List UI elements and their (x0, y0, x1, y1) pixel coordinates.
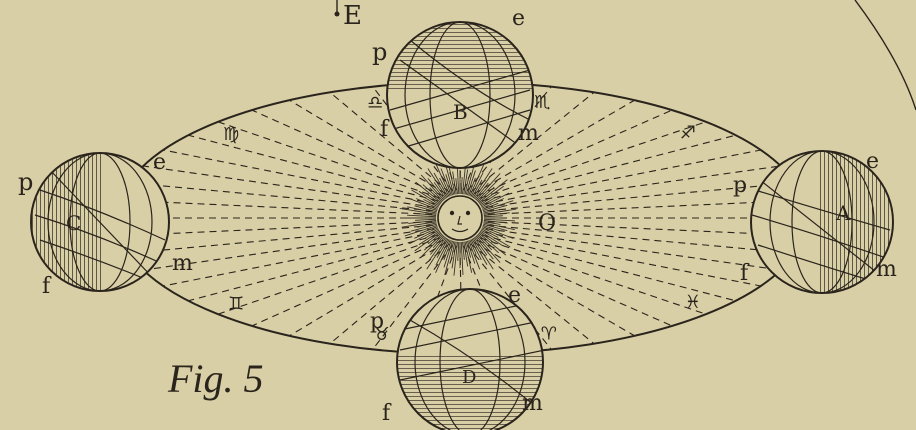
sun-ray (129, 225, 433, 253)
zodiac-sign: ♐ (680, 122, 696, 143)
sun-ray (486, 229, 781, 270)
zodiac-sign: ♈ (541, 324, 557, 345)
sun-icon (400, 159, 517, 276)
globe-icon (385, 20, 535, 168)
figure-caption: Fig. 5 (167, 356, 264, 401)
zodiac-sign: ♎ (367, 92, 383, 113)
bottom-label-p: p (370, 309, 384, 334)
sun-ray (143, 166, 434, 207)
left-label-m: m (172, 251, 193, 276)
sun-ray (163, 150, 436, 204)
top-label-m: m (518, 121, 539, 146)
zodiac-sign: ♊ (228, 294, 244, 315)
top-label-letter: B (453, 100, 468, 124)
sun-ray (188, 235, 437, 301)
left-label-letter: C (66, 211, 81, 235)
bottom-label-f: f (382, 401, 392, 426)
bottom-label-m: m (522, 391, 543, 416)
right-label-f: f (740, 261, 750, 286)
sun-ray (487, 225, 795, 253)
sun-ray (129, 183, 433, 211)
left-label-f: f (42, 274, 52, 299)
sun-ray (484, 150, 761, 204)
zodiac-sign: ♍ (223, 124, 239, 145)
point-e-dot (335, 12, 340, 17)
sun-ray (163, 232, 436, 286)
bottom-label-letter: D (462, 367, 476, 388)
label-e-top: E (343, 1, 362, 31)
top-label-p: p (372, 38, 387, 66)
bottom-label-e: e (508, 283, 521, 308)
right-label-p: p (733, 173, 747, 198)
right-label-e: e (866, 149, 879, 174)
top-label-f: f (380, 117, 390, 142)
sun-ray (188, 135, 437, 201)
sun-ray (484, 232, 761, 286)
top-label-e: e (512, 6, 525, 31)
sun-ray (487, 183, 795, 211)
right-label-letter: A (835, 201, 851, 225)
left-label-e: e (153, 150, 166, 175)
sun-ray (218, 238, 440, 314)
label-o: O (538, 211, 556, 236)
sun-ray (252, 240, 443, 326)
right-label-m: m (876, 257, 897, 282)
zodiac-sign: ♏ (534, 92, 550, 113)
left-label-p: p (18, 168, 33, 196)
outer-orbit-arc (855, 0, 916, 110)
zodiac-sign: ♓ (685, 292, 701, 313)
